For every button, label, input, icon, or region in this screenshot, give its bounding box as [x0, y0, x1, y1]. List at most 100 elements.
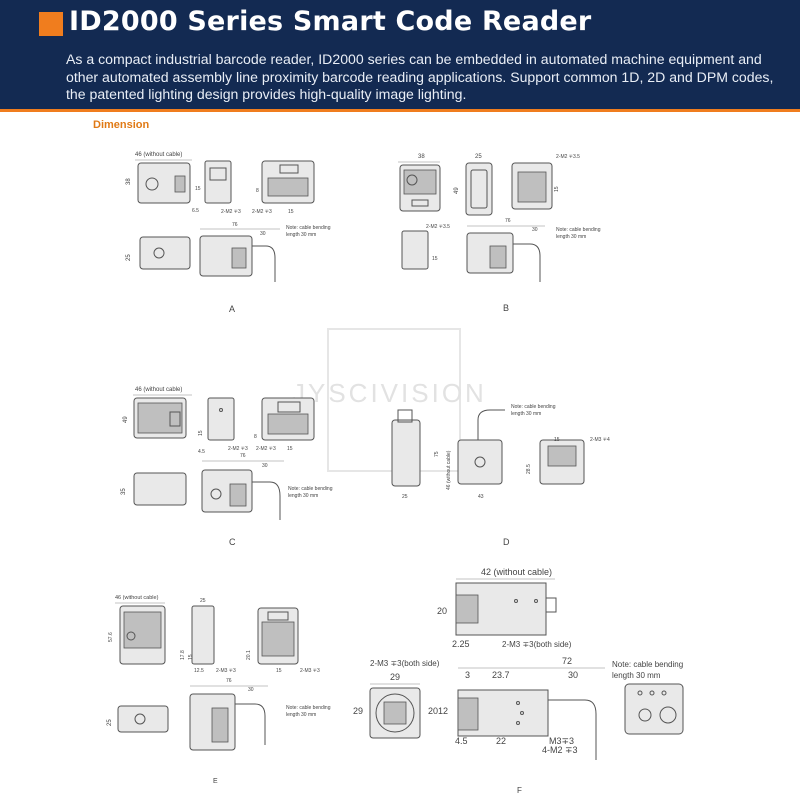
dim-b-m2-top: 2-M2 ∓3.5 — [556, 154, 580, 160]
caption-d: D — [503, 537, 510, 547]
dim-e-201: 20.1 — [246, 650, 252, 660]
dim-c-back15: 15 — [287, 446, 293, 452]
diagram-f: 42 (without cable) 20 2.25 2-M3 ∓3(both … — [353, 567, 684, 795]
diagram-b: 38 25 49 2-M2 ∓3.5 15 2-M2 ∓3.5 15 76 30… — [398, 154, 601, 313]
dim-a-15: 15 — [195, 186, 201, 192]
title-accent-square — [39, 12, 63, 36]
note-d-2: length 30 mm — [511, 411, 541, 417]
dim-f-22: 22 — [496, 736, 506, 746]
dim-b-76: 76 — [505, 218, 511, 224]
c-side-view — [207, 397, 235, 441]
dim-c-8: 8 — [254, 434, 257, 440]
c-top-view — [133, 472, 187, 506]
dim-c-45: 4.5 — [198, 449, 205, 455]
dim-f-72: 72 — [562, 656, 572, 666]
dim-b-depth: 25 — [475, 154, 482, 160]
dim-b-height: 49 — [454, 187, 460, 194]
dim-c-76: 76 — [240, 453, 246, 459]
dim-e-m3-left: 2-M3 ∓3 — [216, 668, 236, 674]
dim-f-237: 23.7 — [492, 670, 510, 680]
note-b-1: Note: cable bending — [556, 227, 601, 233]
dim-e-25: 25 — [107, 719, 113, 726]
dim-f-45: 4.5 — [455, 736, 468, 746]
diagram-d: Note: cable bending length 30 mm 25 75 4… — [391, 404, 610, 547]
dim-f-m2-3: 4-M2 ∓3 — [542, 745, 578, 755]
dim-a-76: 76 — [232, 222, 238, 228]
dim-f-20b: 20 — [428, 706, 438, 716]
dim-f-m3-both: 2-M3 ∓3(both side) — [502, 640, 572, 649]
dim-f-30: 30 — [568, 670, 578, 680]
dim-c-height: 49 — [123, 416, 129, 423]
note-f-1: Note: cable bending — [612, 660, 683, 669]
e-top-view — [117, 705, 169, 733]
dim-a-back15: 15 — [288, 209, 294, 215]
note-a-1: Note: cable bending — [286, 225, 331, 231]
dim-e-back15: 15 — [276, 668, 282, 674]
dim-e-125: 12.5 — [194, 668, 204, 674]
dim-d-75: 75 — [434, 451, 440, 457]
b-side-view — [465, 162, 493, 216]
note-f-2: length 30 mm — [612, 671, 661, 680]
dim-b-back15: 15 — [554, 186, 560, 192]
dim-a-height: 38 — [126, 178, 132, 185]
dim-a-65: 6.5 — [192, 208, 199, 214]
dim-d-25: 25 — [402, 494, 408, 500]
dim-f-29w: 29 — [390, 672, 400, 682]
caption-e: E — [213, 778, 218, 785]
page-header: ID2000 Series Smart Code Reader As a com… — [0, 0, 800, 112]
dim-c-15: 15 — [198, 430, 204, 436]
dim-a-m2-right: 2-M2 ∓3 — [252, 209, 272, 215]
section-label-dimension: Dimension — [93, 119, 150, 131]
a-side-view — [204, 160, 232, 204]
note-e-2: length 30 mm — [286, 712, 316, 718]
dim-e-15: 15 — [188, 654, 194, 660]
dim-e-height: 57.6 — [108, 632, 114, 642]
dim-f-width: 42 (without cable) — [481, 567, 552, 577]
dim-b-m2-side: 2-M2 ∓3.5 — [426, 224, 450, 230]
e-side-view — [191, 605, 215, 665]
dim-e-m3-right: 2-M3 ∓3 — [300, 668, 320, 674]
dim-b-30: 30 — [532, 227, 538, 233]
diagram-e: 46 (without cable) 57.6 25 17.8 15 12.5 … — [107, 595, 331, 785]
dim-e-76: 76 — [226, 678, 232, 684]
dim-a-8: 8 — [256, 188, 259, 194]
dim-c-30: 30 — [262, 463, 268, 469]
page-title: ID2000 Series Smart Code Reader — [69, 6, 592, 37]
b-side-2 — [401, 230, 429, 270]
d-side-view — [391, 419, 421, 487]
note-d-1: Note: cable bending — [511, 404, 556, 410]
caption-f: F — [517, 786, 522, 795]
dim-f-m3-3: M3∓3 — [549, 736, 574, 746]
a-top-view — [139, 236, 191, 270]
dim-d-285: 28.5 — [526, 464, 532, 474]
diagram-a: 46 (without cable) 38 15 6.5 2-M2 ∓3 2-M… — [126, 152, 331, 314]
dim-e-width: 46 (without cable) — [115, 595, 159, 601]
note-e-1: Note: cable bending — [286, 705, 331, 711]
dim-f-m3-both-left: 2-M3 ∓3(both side) — [370, 659, 440, 668]
dim-d-43: 43 — [478, 494, 484, 500]
dim-a-25: 25 — [126, 254, 132, 261]
dim-a-width: 46 (without cable) — [135, 152, 182, 158]
f-back-view — [624, 683, 684, 735]
watermark-logo: JYSCIVISION — [292, 378, 487, 408]
dim-f-12: 12 — [438, 706, 448, 716]
dim-e-30: 30 — [248, 687, 254, 693]
dim-f-20: 20 — [437, 606, 447, 616]
dim-c-width: 46 (without cable) — [135, 387, 182, 393]
dim-c-m2-right: 2-M2 ∓3 — [256, 446, 276, 452]
dim-b-15: 15 — [432, 256, 438, 262]
dim-d-15: 15 — [554, 437, 560, 443]
diagram-c: 46 (without cable) 49 15 4.5 2-M2 ∓3 8 2… — [121, 387, 333, 547]
caption-a: A — [229, 304, 235, 314]
note-c-2: length 30 mm — [288, 493, 318, 499]
note-c-1: Note: cable bending — [288, 486, 333, 492]
dim-a-30: 30 — [260, 231, 266, 237]
note-b-2: length 30 mm — [556, 234, 586, 240]
caption-b: B — [503, 303, 509, 313]
dim-f-225: 2.25 — [452, 639, 470, 649]
d-front-view — [457, 439, 503, 485]
dim-f-29h: 29 — [353, 706, 363, 716]
caption-c: C — [229, 537, 236, 547]
header-accent-rule — [0, 109, 800, 112]
